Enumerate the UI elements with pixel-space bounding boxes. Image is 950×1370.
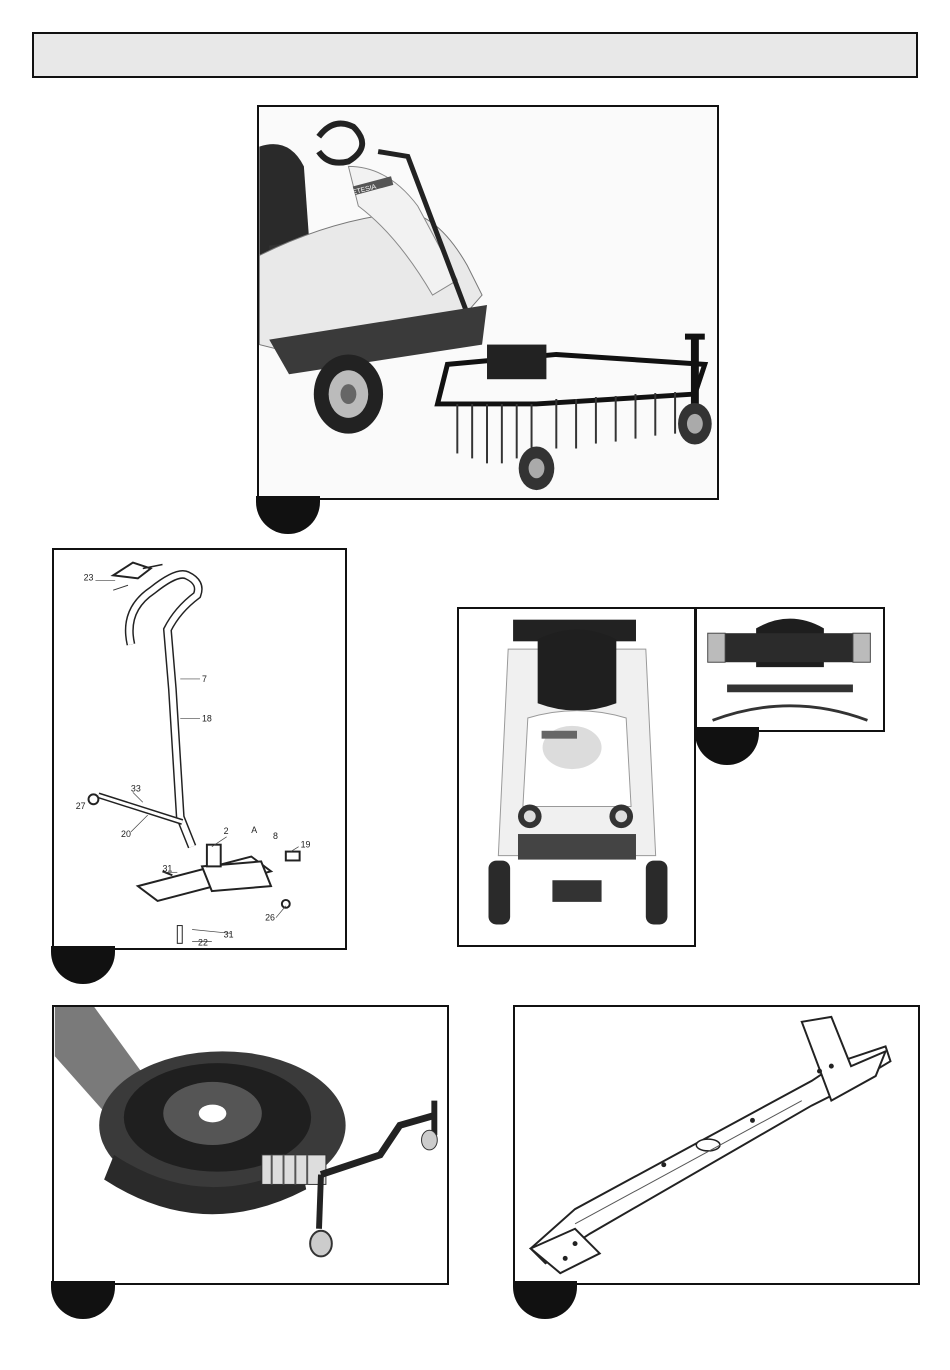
figure-mower-front-view (457, 607, 696, 947)
callout-26: 26 (265, 913, 275, 923)
callout-31-lower: 31 (224, 929, 234, 939)
callout-23: 23 (84, 572, 94, 582)
figure-mower-with-rake: ETESIA (257, 105, 719, 500)
callout-8: 8 (273, 831, 278, 841)
mower-rake-illustration: ETESIA (259, 107, 717, 498)
rear-detail-illustration (697, 609, 883, 730)
figure-parts-diagram: 23 7 18 33 27 20 2 A 8 19 31 26 22 31 (52, 548, 347, 950)
callout-22: 22 (198, 937, 208, 947)
figure-deck-assembly (52, 1005, 449, 1285)
blade-illustration (515, 1007, 918, 1283)
callout-7: 7 (202, 674, 207, 684)
callout-19: 19 (301, 840, 311, 850)
deck-assembly-illustration (54, 1007, 447, 1283)
callout-18: 18 (202, 713, 212, 723)
header-bar (32, 32, 918, 78)
callout-31-upper: 31 (163, 863, 173, 873)
callout-2: 2 (224, 826, 229, 836)
figure-rear-detail (695, 607, 885, 732)
figure-number-badge-2 (51, 946, 115, 984)
figure-number-badge-3 (695, 727, 759, 765)
figure-blade (513, 1005, 920, 1285)
parts-diagram-illustration: 23 7 18 33 27 20 2 A 8 19 31 26 22 31 (54, 550, 345, 948)
figure-number-badge-4 (51, 1281, 115, 1319)
callout-33: 33 (131, 783, 141, 793)
mower-front-illustration (459, 609, 694, 945)
figure-number-badge-1 (256, 496, 320, 534)
callout-20: 20 (121, 829, 131, 839)
figure-number-badge-5 (513, 1281, 577, 1319)
callout-27: 27 (76, 801, 86, 811)
callout-A: A (251, 825, 257, 835)
